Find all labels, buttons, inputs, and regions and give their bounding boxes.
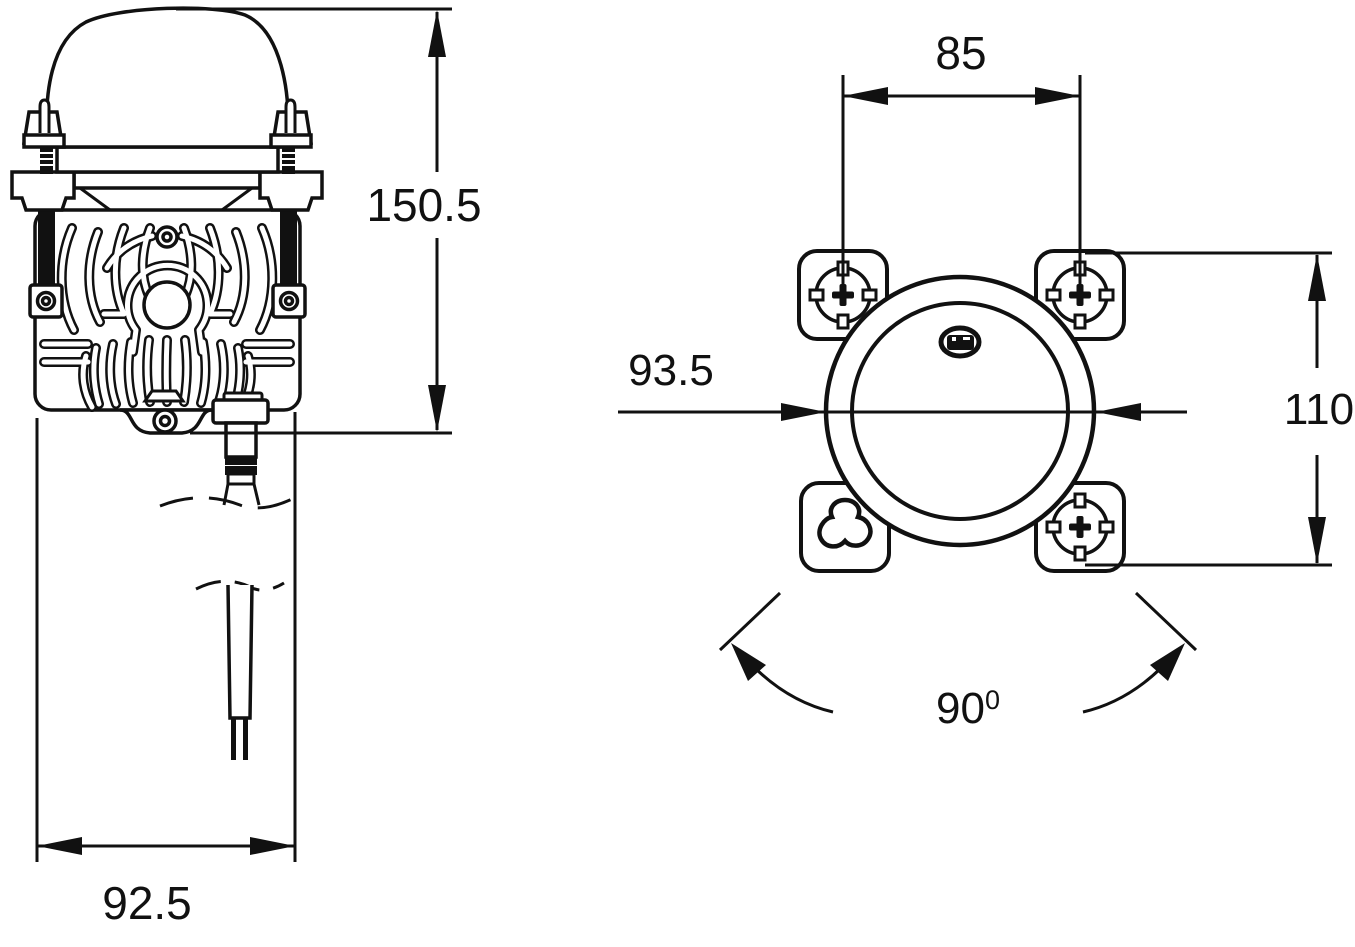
dim-label-bracket-height: 110 [1279, 388, 1355, 432]
vent-slot [142, 389, 186, 403]
clamp-left [21, 98, 66, 174]
level-indicator [938, 325, 982, 359]
dimension-annotations [35, 7, 1332, 862]
cable-lower [226, 584, 254, 720]
side-boss-right [271, 283, 307, 319]
clamp-right [269, 98, 314, 174]
body-fin-pattern [44, 227, 290, 407]
dim-label-body-diameter: 93.5 [624, 349, 718, 393]
dim-93-5 [618, 403, 1187, 421]
dim-label-rotation-angle: 900 [932, 687, 1004, 731]
wire-end-left [231, 718, 236, 760]
dim-label-hole-spacing: 85 [931, 30, 991, 76]
dim-90-angle [718, 591, 1198, 714]
dim-label-body-width: 92.5 [98, 880, 196, 926]
dim-85 [841, 75, 1082, 293]
angle-superscript: 0 [984, 685, 1000, 715]
front-view [10, 6, 324, 760]
dome-lens [44, 6, 290, 149]
side-boss-left [28, 283, 64, 319]
dim-110 [1085, 251, 1332, 567]
dim-92-5 [35, 412, 297, 862]
dim-label-overall-height: 150.5 [362, 182, 486, 228]
cable-connector [211, 391, 270, 506]
wire-end-right [243, 718, 248, 760]
screw-bottom-right [1045, 492, 1115, 562]
center-hub [142, 280, 192, 330]
bolt-rod-left [38, 200, 55, 287]
break-line-upper [159, 496, 293, 510]
mounting-flange [10, 170, 324, 212]
angle-value: 90 [936, 684, 985, 733]
lens-base-ring [55, 145, 280, 174]
dim-150-5 [176, 7, 452, 435]
bolt-rod-right [280, 200, 297, 287]
clover-cutout [817, 497, 873, 549]
